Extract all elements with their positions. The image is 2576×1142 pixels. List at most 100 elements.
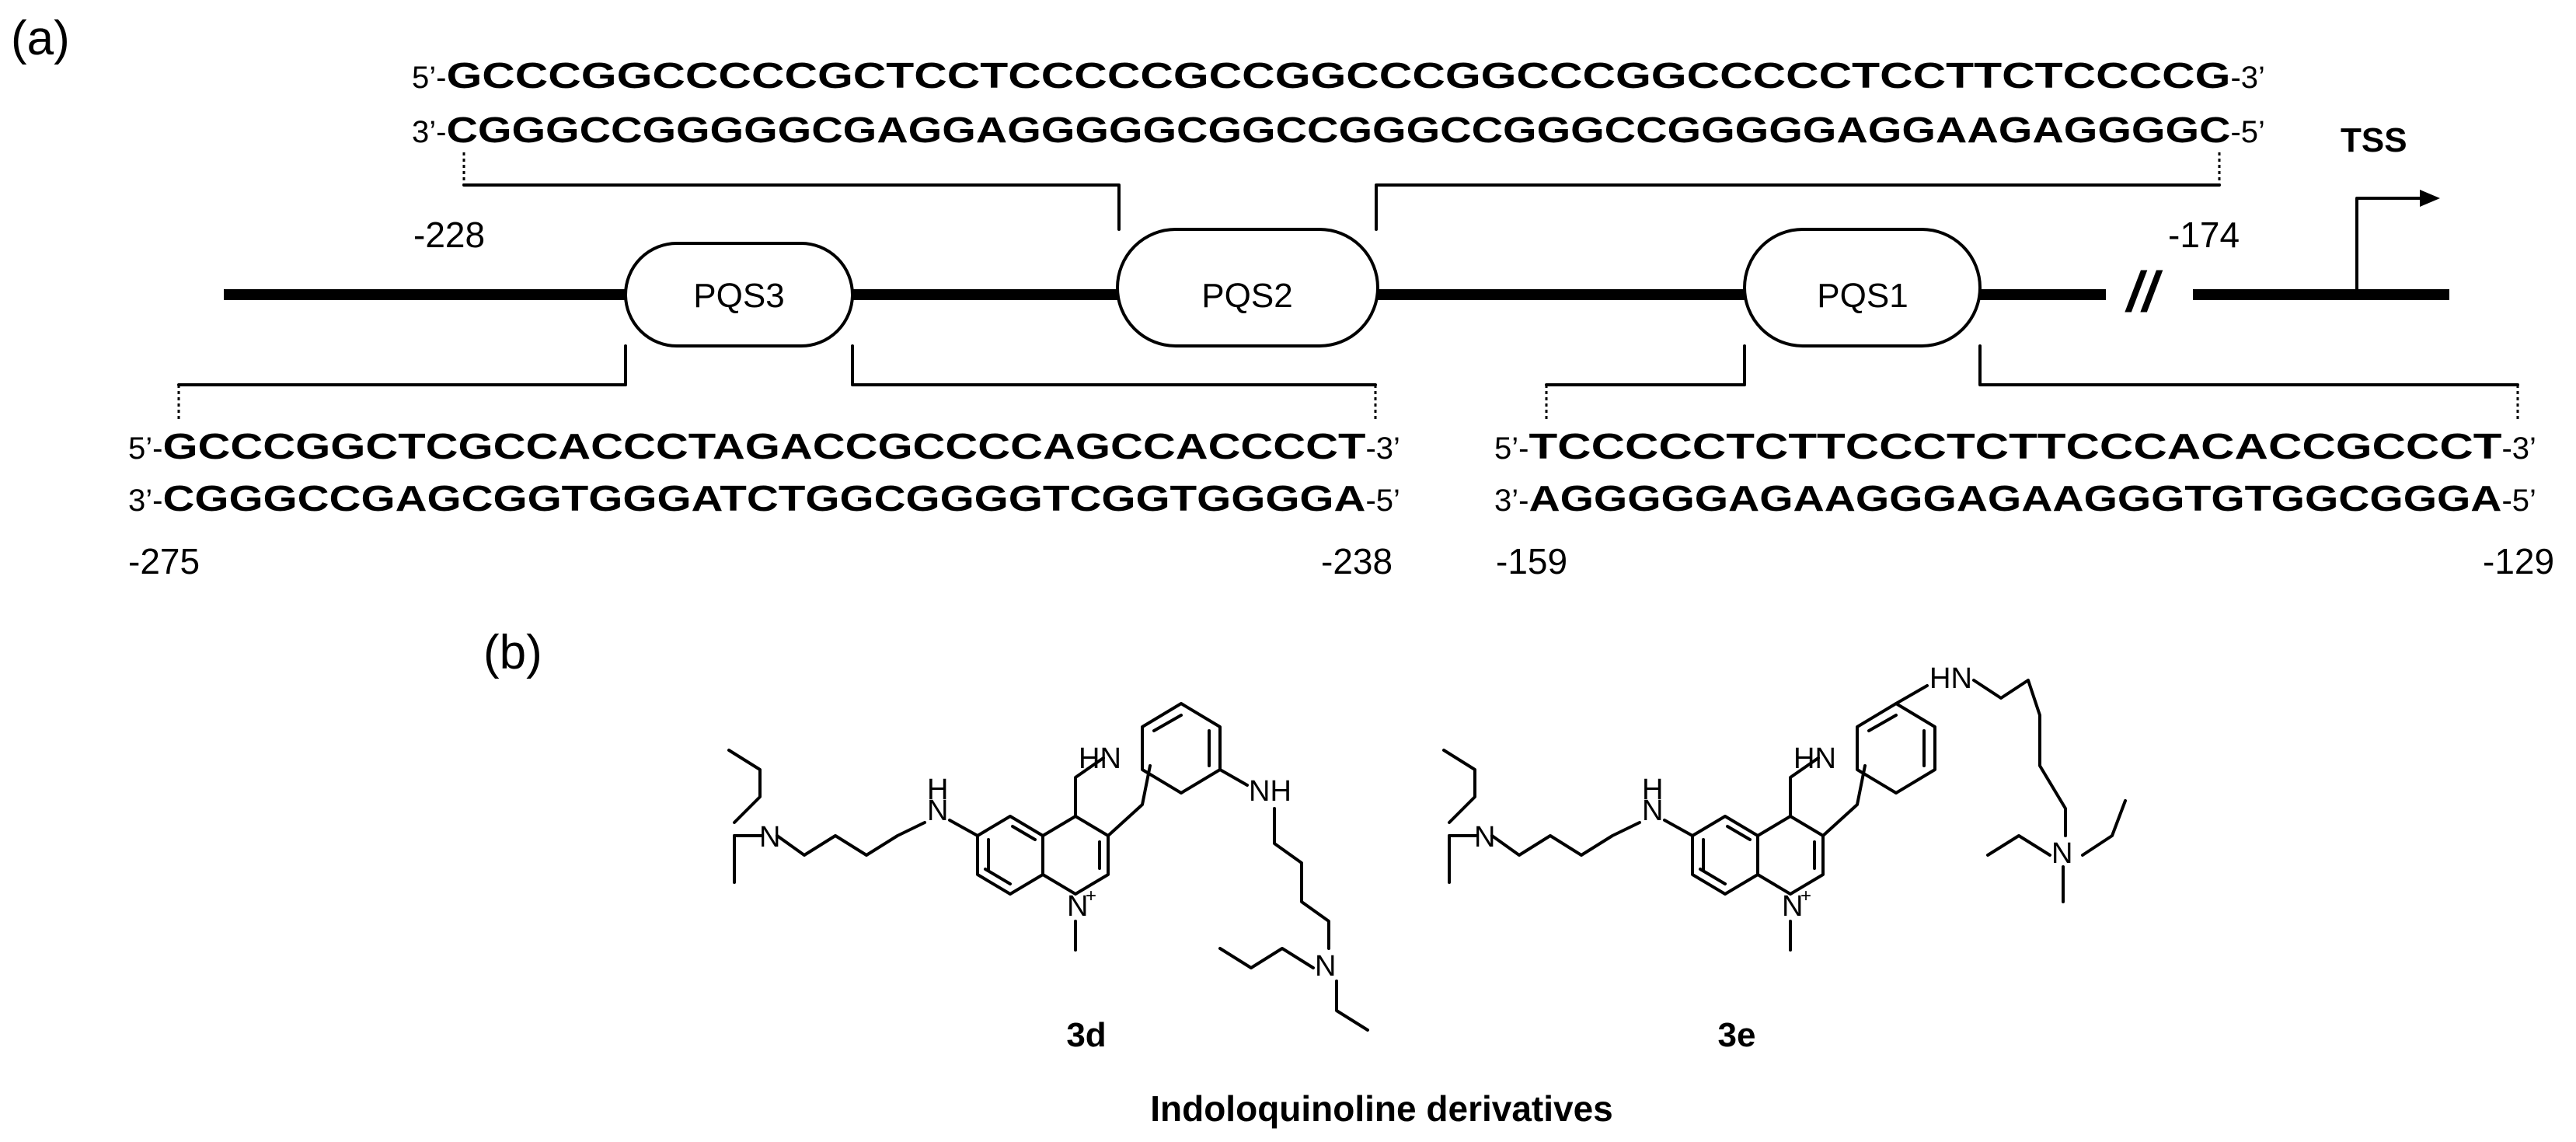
top-bracket-left <box>462 183 1121 231</box>
3e-ring-n-plus: + <box>1800 885 1811 906</box>
right-strand-2-seq: AGGGGGAGAAGGGAGAAGGGTGTGGCGGGA <box>1529 478 2501 519</box>
3d-indole-right <box>1107 764 1152 837</box>
3d-nh-ring-bond <box>948 819 979 837</box>
left-end-position: -238 <box>1321 541 1393 581</box>
3e-ring-n: N <box>1782 890 1803 923</box>
left-strand-2-prefix: 3’- <box>128 484 162 518</box>
3e-upper-propyl <box>1972 679 2067 837</box>
right-strand-1: 5’-TCCCCCTCTTCCCTCTTCCCACACCGCCCT-3’ <box>1494 426 2536 466</box>
right-strand-2: 3’-AGGGGGAGAAGGGAGAAGGGTGTGGCGGGA-5’ <box>1494 478 2536 519</box>
compound-3e-structure: N N H N + HN HN N <box>1442 662 2127 952</box>
3e-nh-ring-bond <box>1663 819 1694 837</box>
3d-indole-hn: HN <box>1079 742 1121 775</box>
left-strand-2: 3’-CGGGCCGAGCGGTGGGATCTGGCGGGGTCGGTGGGGA… <box>128 478 1400 519</box>
top-strand-2-suffix: -5’ <box>2230 115 2264 149</box>
3e-left-nh-h: H <box>1642 774 1663 806</box>
right-bracket-right <box>1978 344 2519 386</box>
3d-ring-n: N <box>1067 890 1088 923</box>
3d-right-nh-bond <box>1218 768 1249 787</box>
top-strand-1: 5’-GCCCGGCCCCCGCTCCTCCCCCGCCGGCCCGGCCCGG… <box>412 55 2265 96</box>
3d-right-propyl <box>1273 807 1330 950</box>
right-sequence: 5’-TCCCCCTCTTCCCTCTTCCCACACCGCCCT-3’ 3’-… <box>1494 426 2554 581</box>
left-strand-1-prefix: 5’- <box>128 431 162 466</box>
left-sequence: 5’-GCCCGGCTCGCCACCCTAGACCGCCCCAGCCACCCCT… <box>128 426 1400 581</box>
pqs2-box-outline <box>1116 228 1379 347</box>
pqs2-label: PQS2 <box>1201 277 1292 315</box>
right-strand-1-seq: TCCCCCTCTTCCCTCTTCCCACACCGCCCT <box>1529 426 2501 466</box>
left-bracket-left <box>177 344 627 386</box>
right-bracket-left <box>1545 344 1746 386</box>
left-strand-1-seq: GCCCGGCTCGCCACCCTAGACCGCCCCAGCCACCCCT <box>162 426 1365 466</box>
3e-indole-hn: HN <box>1793 742 1836 775</box>
3d-left-propyl <box>776 821 926 857</box>
3d-left-amine-n: N <box>759 821 780 854</box>
3e-indole-left <box>1789 756 1820 818</box>
right-strand-2-prefix: 3’- <box>1494 484 1529 518</box>
3e-left-ethyl-upper <box>1442 749 1476 824</box>
3d-right-ethyl-b <box>1335 980 1369 1032</box>
pqs2-box: PQS2 <box>1116 228 1379 347</box>
tss-label: TSS <box>2341 121 2407 159</box>
3e-upper-amine-n: N <box>2051 837 2072 870</box>
3d-ring-n-plus: + <box>1086 885 1096 906</box>
compound-3d-label: 3d <box>1066 1016 1106 1054</box>
3d-indole-left <box>1074 756 1105 818</box>
right-strand-1-suffix: -3’ <box>2501 431 2536 466</box>
top-strand-1-seq: GCCCGGCCCCCGCTCCTCCCCCGCCGGCCCGGCCCGGCCC… <box>446 55 2230 96</box>
left-bracket-right <box>851 344 1377 386</box>
3d-right-amine-n: N <box>1315 950 1336 983</box>
tss-marker: TSS <box>2341 121 2440 295</box>
top-strand-2-seq: CGGGCCGGGGGCGAGGAGGGGGCGGCCGGGCCGGGCCGGG… <box>446 110 2230 150</box>
left-strand-1: 5’-GCCCGGCTCGCCACCCTAGACCGCCCCAGCCACCCCT… <box>128 426 1400 466</box>
top-strand-2: 3’-CGGGCCGGGGGCGAGGAGGGGGCGGCCGGGCCGGGCC… <box>412 110 2265 150</box>
top-strand-2-prefix: 3’- <box>412 115 446 149</box>
top-sequence: 5’-GCCCGGCCCCCGCTCCTCCCCCGCCGGCCCGGCCCGG… <box>412 55 2265 255</box>
3d-right-ethyl-a <box>1218 947 1315 969</box>
pqs1-label: PQS1 <box>1817 277 1908 315</box>
3e-left-amine-n: N <box>1474 821 1495 854</box>
tss-arrow-line <box>2355 197 2428 295</box>
3d-left-nh-n: N <box>927 795 948 827</box>
top-start-position: -228 <box>413 215 485 255</box>
3e-upper-nh: HN <box>1929 662 1972 695</box>
3e-left-propyl <box>1490 821 1641 857</box>
compound-3e-label: 3e <box>1718 1016 1756 1054</box>
right-end-position: -129 <box>2483 541 2554 581</box>
3e-benzo-double-3 <box>1726 825 1752 841</box>
3e-upper-ethyl-b <box>2081 799 2127 857</box>
top-strand-1-prefix: 5’- <box>412 61 446 95</box>
panel-a-label: (a) <box>11 12 70 65</box>
right-strand-2-suffix: -5’ <box>2501 484 2536 518</box>
left-strand-1-suffix: -3’ <box>1365 431 1400 466</box>
pqs3-box: PQS3 <box>624 242 854 347</box>
3e-pyridine-ring <box>1756 815 1825 896</box>
3e-indole-benzo-double-1 <box>1867 714 1898 732</box>
pqs1-box-outline <box>1743 228 1982 347</box>
3d-left-nh-h: H <box>927 774 948 806</box>
3e-upper-nh-bond <box>1895 684 1929 705</box>
left-start-position: -275 <box>128 541 200 581</box>
3d-pyridine-ring <box>1041 815 1110 896</box>
3d-right-nh: NH <box>1249 775 1291 808</box>
pqs1-box: PQS1 <box>1743 228 1982 347</box>
tss-arrowhead <box>2420 190 2440 207</box>
top-bracket-right <box>1375 183 2221 231</box>
left-strand-2-suffix: -5’ <box>1365 484 1400 518</box>
top-end-position: -174 <box>2168 215 2240 255</box>
3e-left-nh-n: N <box>1642 795 1663 827</box>
left-strand-2-seq: CGGGCCGAGCGGTGGGATCTGGCGGGGTCGGTGGGGA <box>162 478 1365 519</box>
top-strand-1-suffix: -3’ <box>2230 61 2264 95</box>
pqs3-label: PQS3 <box>693 277 784 315</box>
3d-left-ethyl-upper <box>727 749 762 824</box>
3d-benzo-double-3 <box>1011 825 1037 841</box>
panel-b-label: (b) <box>483 626 542 679</box>
3d-indole-benzo-double-1 <box>1152 714 1183 732</box>
3e-indole-right <box>1821 764 1867 837</box>
right-start-position: -159 <box>1496 541 1567 581</box>
compound-3d-structure: N N H N + HN NH N <box>727 702 1369 1032</box>
break-symbol: // <box>2125 261 2163 323</box>
pqs3-box-outline <box>624 242 854 347</box>
right-strand-1-prefix: 5’- <box>1494 431 1529 466</box>
panel-b-caption: Indoloquinoline derivatives <box>1150 1088 1613 1129</box>
